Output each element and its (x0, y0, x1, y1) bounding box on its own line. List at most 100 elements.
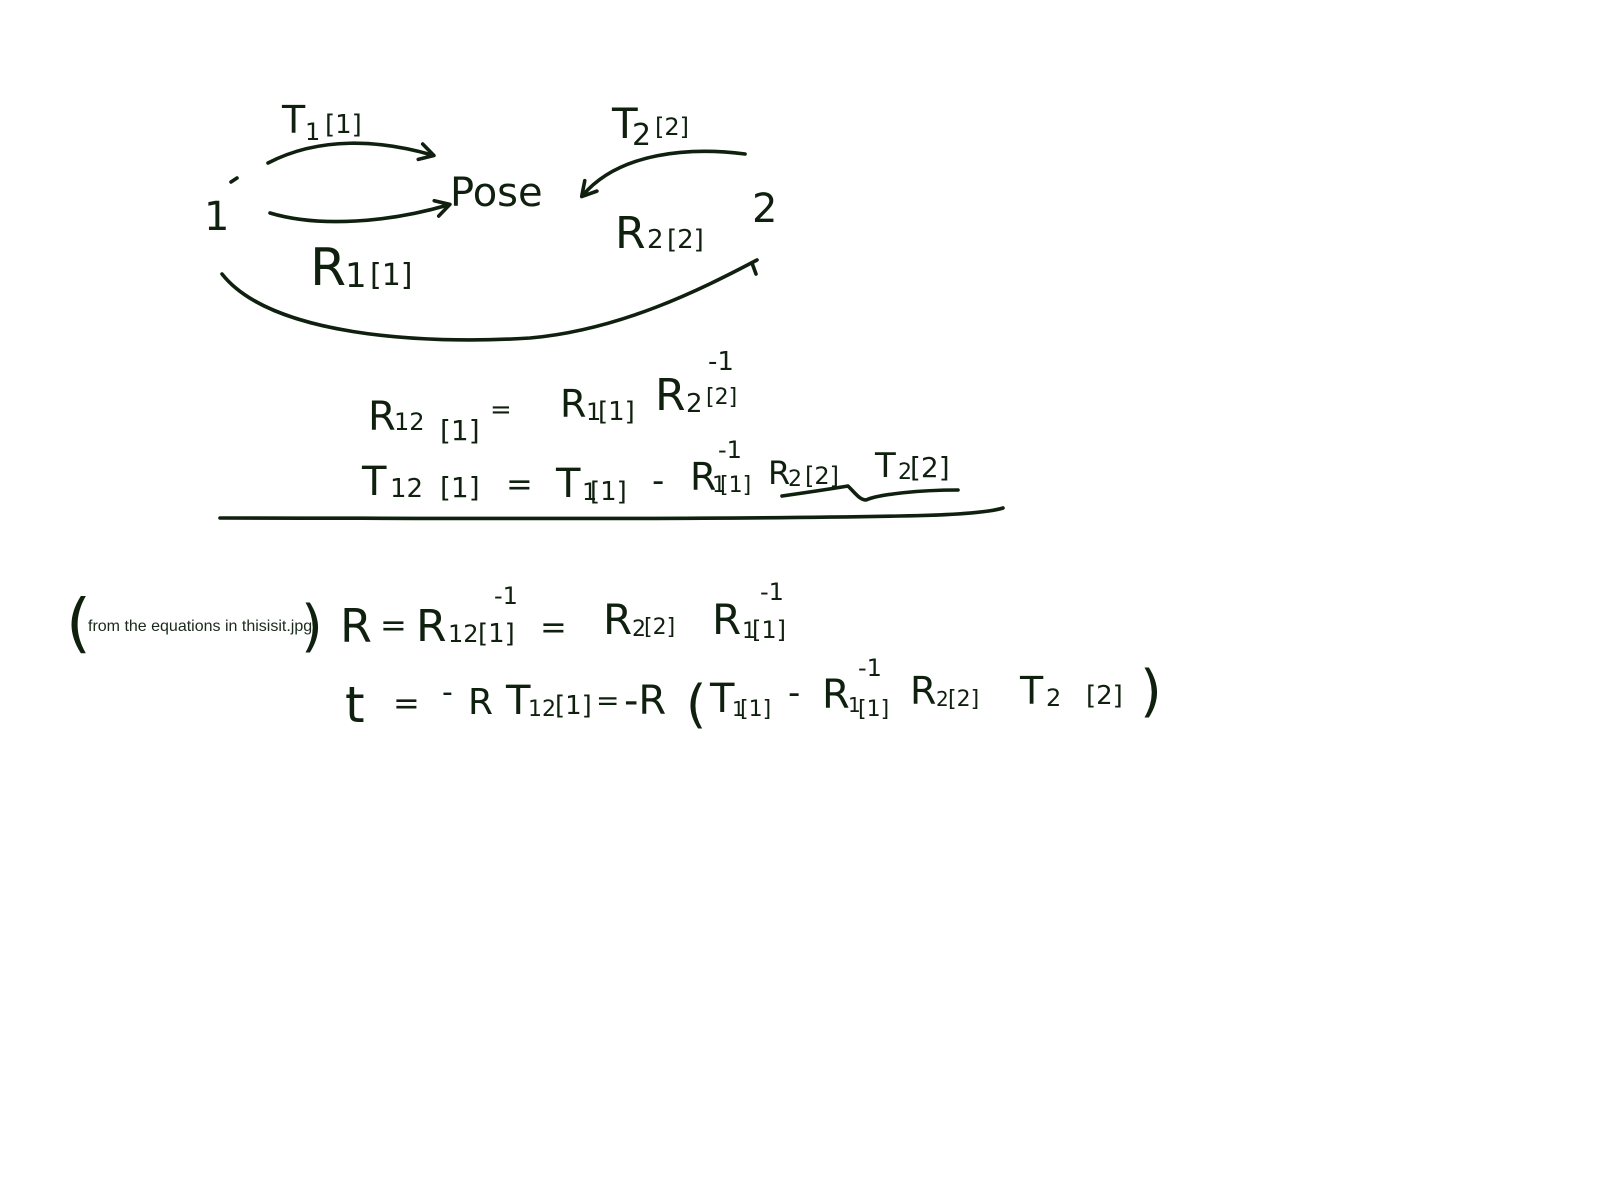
eq1-l2-rhs2-sub: 1 (712, 473, 726, 498)
eq2-l2-minus: - (788, 673, 800, 713)
eq2-l1-rhs1-bracket: [2] (644, 615, 675, 640)
label-t1-main: T (281, 98, 306, 142)
connecting-curve-tick (750, 261, 758, 276)
eq2-l1-mid-main: R (416, 601, 447, 652)
eq2-l1-rhs2-sup: -1 (760, 578, 784, 606)
eq1-l1-rhs2-main: R (655, 370, 686, 421)
eq1-l1-equals: = (490, 395, 512, 425)
eq2-l2-rparen: ) (1140, 659, 1162, 724)
connecting-curve (220, 258, 759, 342)
eq1-l1-rhs2-sup: -1 (708, 347, 734, 377)
label-t1: T 1 [1] (281, 98, 362, 146)
label-r2-main: R (615, 208, 646, 259)
eq1-l1-lhs-sub: 12 (394, 408, 425, 436)
eq1-l2-lhs-main: T (361, 459, 387, 505)
arrow-t1 (266, 141, 436, 165)
eq1-l1-rhs2-bracket: [2] (706, 385, 737, 410)
eq2-l2-r1-sup: -1 (858, 654, 882, 682)
eq2-l2-mid-main: T (505, 678, 531, 724)
eq2-line2: t = - R T 12 [1] = -R ( T 1 [1] - R 1 [1… (345, 654, 1162, 735)
eq2-l2-lhs: t (345, 676, 365, 734)
annotation-close-paren: ) (301, 594, 323, 659)
annotation: ( from the equations in thisisit.jpg ) (66, 587, 323, 661)
label-t2-main: T (611, 99, 638, 148)
eq1-l2-rhs1-sub: 1 (582, 478, 597, 506)
eq2-l1-mid-sup: -1 (494, 582, 518, 610)
label-t2-sub: 2 (632, 118, 651, 153)
arrow-r1 (268, 198, 452, 224)
eq1-line1: R 12 [1] = R 1 [1] R 2 [2] -1 (368, 347, 737, 447)
eq2-l2-mid-sub: 12 (528, 697, 556, 722)
divider-line (218, 506, 1005, 521)
eq1-l1-rhs2-sub: 2 (686, 389, 703, 419)
equations-block-1: R 12 [1] = R 1 [1] R 2 [2] -1 T 12 [1] =… (218, 347, 1005, 521)
annotation-open-paren: ( (66, 587, 91, 661)
eq1-l2-lhs-sub: 12 (390, 474, 423, 504)
eq1-l2-rhs4-main: T (874, 446, 896, 486)
eq2-l2-r2-main: R (910, 669, 936, 713)
eq1-l2-rhs3-bracket: [2] (805, 462, 839, 490)
eq2-l2-mid-bracket: [1] (555, 691, 592, 721)
eq1-l2-rhs1-main: T (555, 461, 581, 507)
label-r1-sub: 1 (345, 256, 367, 296)
frame-1-tick-mark (229, 176, 239, 184)
eq2-l2-r1-main: R (822, 672, 850, 718)
label-r1-bracket: [1] (370, 258, 413, 293)
label-r2-bracket: [2] (667, 225, 704, 255)
eq1-squiggle-underline (780, 484, 960, 502)
eq2-l1-lhs: R (340, 599, 372, 653)
eq2-l2-t2-bracket: [2] (1086, 681, 1123, 711)
eq2-l2-t2-main: T (1019, 669, 1044, 713)
eq1-l2-minus: - (652, 461, 664, 501)
frame-2-label: 2 (752, 186, 777, 232)
eq2-l2-eq1: = (393, 684, 420, 722)
eq1-l2-rhs3-main: R (768, 454, 790, 492)
label-r1-main: R (310, 238, 346, 298)
eq1-l1-lhs-bracket: [1] (440, 414, 480, 447)
eq2-l1-rhs2-main: R (712, 595, 741, 644)
eq2-l1-eq2: = (540, 608, 567, 646)
eq1-l2-equals: = (506, 465, 533, 503)
eq2-l1-mid-sub: 12 (448, 620, 479, 648)
label-r2: R 2 [2] (615, 208, 704, 259)
eq2-l1-rhs1-sub: 2 (632, 617, 646, 642)
label-t2: T 2 [2] (611, 99, 689, 153)
eq2-l2-t1-main: T (709, 676, 735, 722)
eq1-l1-rhs1-main: R (560, 382, 586, 426)
eq1-line2: T 12 [1] = T 1 [1] - R 1 [1] -1 R 2 [2] … (361, 436, 960, 507)
frame-1-label: 1 (204, 194, 229, 240)
eq1-l2-rhs2-sup: -1 (718, 436, 742, 464)
eq1-l1-rhs1-bracket: [1] (598, 397, 635, 427)
eq2-l2-t1-bracket: [1] (740, 697, 771, 722)
eq1-l2-rhs4-sub: 2 (898, 460, 912, 485)
eq1-l2-rhs1-bracket: [1] (590, 477, 627, 507)
pose-label: Pose (450, 170, 543, 216)
eq2-l1-eq1: = (380, 606, 407, 644)
eq1-l2-rhs2-main: R (690, 455, 716, 499)
arrow-t2 (579, 149, 747, 199)
eq1-l1-rhs1-sub: 1 (586, 398, 601, 426)
annotation-text: from the equations in thisisit.jpg (88, 618, 312, 635)
eq2-l2-neg: - (442, 675, 453, 710)
eq2-l2-t1-sub: 1 (732, 697, 745, 721)
eq2-l1-mid-bracket: [1] (478, 619, 515, 649)
label-t1-sub: 1 (305, 118, 320, 146)
eq1-l2-rhs2-bracket: [1] (720, 473, 751, 498)
eq2-l2-t2-sub: 2 (1046, 684, 1061, 712)
eq2-l1-rhs1-main: R (603, 595, 632, 644)
eq2-l1-rhs2-bracket: [1] (752, 616, 786, 644)
eq2-l2-r2-bracket: [2] (948, 687, 979, 712)
eq2-l1-rhs2-sub: 1 (742, 619, 756, 644)
label-r1: R 1 [1] (310, 238, 413, 298)
eq2-l2-eq2: = (596, 684, 619, 717)
equations-block-2: R = R 12 [1] -1 = R 2 [2] R 1 [1] -1 t =… (340, 578, 1162, 735)
eq1-l1-lhs-main: R (368, 394, 396, 440)
eq2-line1: R = R 12 [1] -1 = R 2 [2] R 1 [1] -1 (340, 578, 786, 653)
eq1-l2-rhs3-sub: 2 (788, 467, 802, 492)
eq2-l2-r2-sub: 2 (936, 687, 949, 711)
eq2-l2-r1-bracket: [1] (858, 697, 889, 722)
pose-diagram: 1 2 Pose T 1 [1] R 1 [1] T 2 [2] R (204, 98, 777, 342)
eq1-l2-lhs-bracket: [1] (440, 471, 480, 504)
label-t1-bracket: [1] (325, 110, 362, 140)
